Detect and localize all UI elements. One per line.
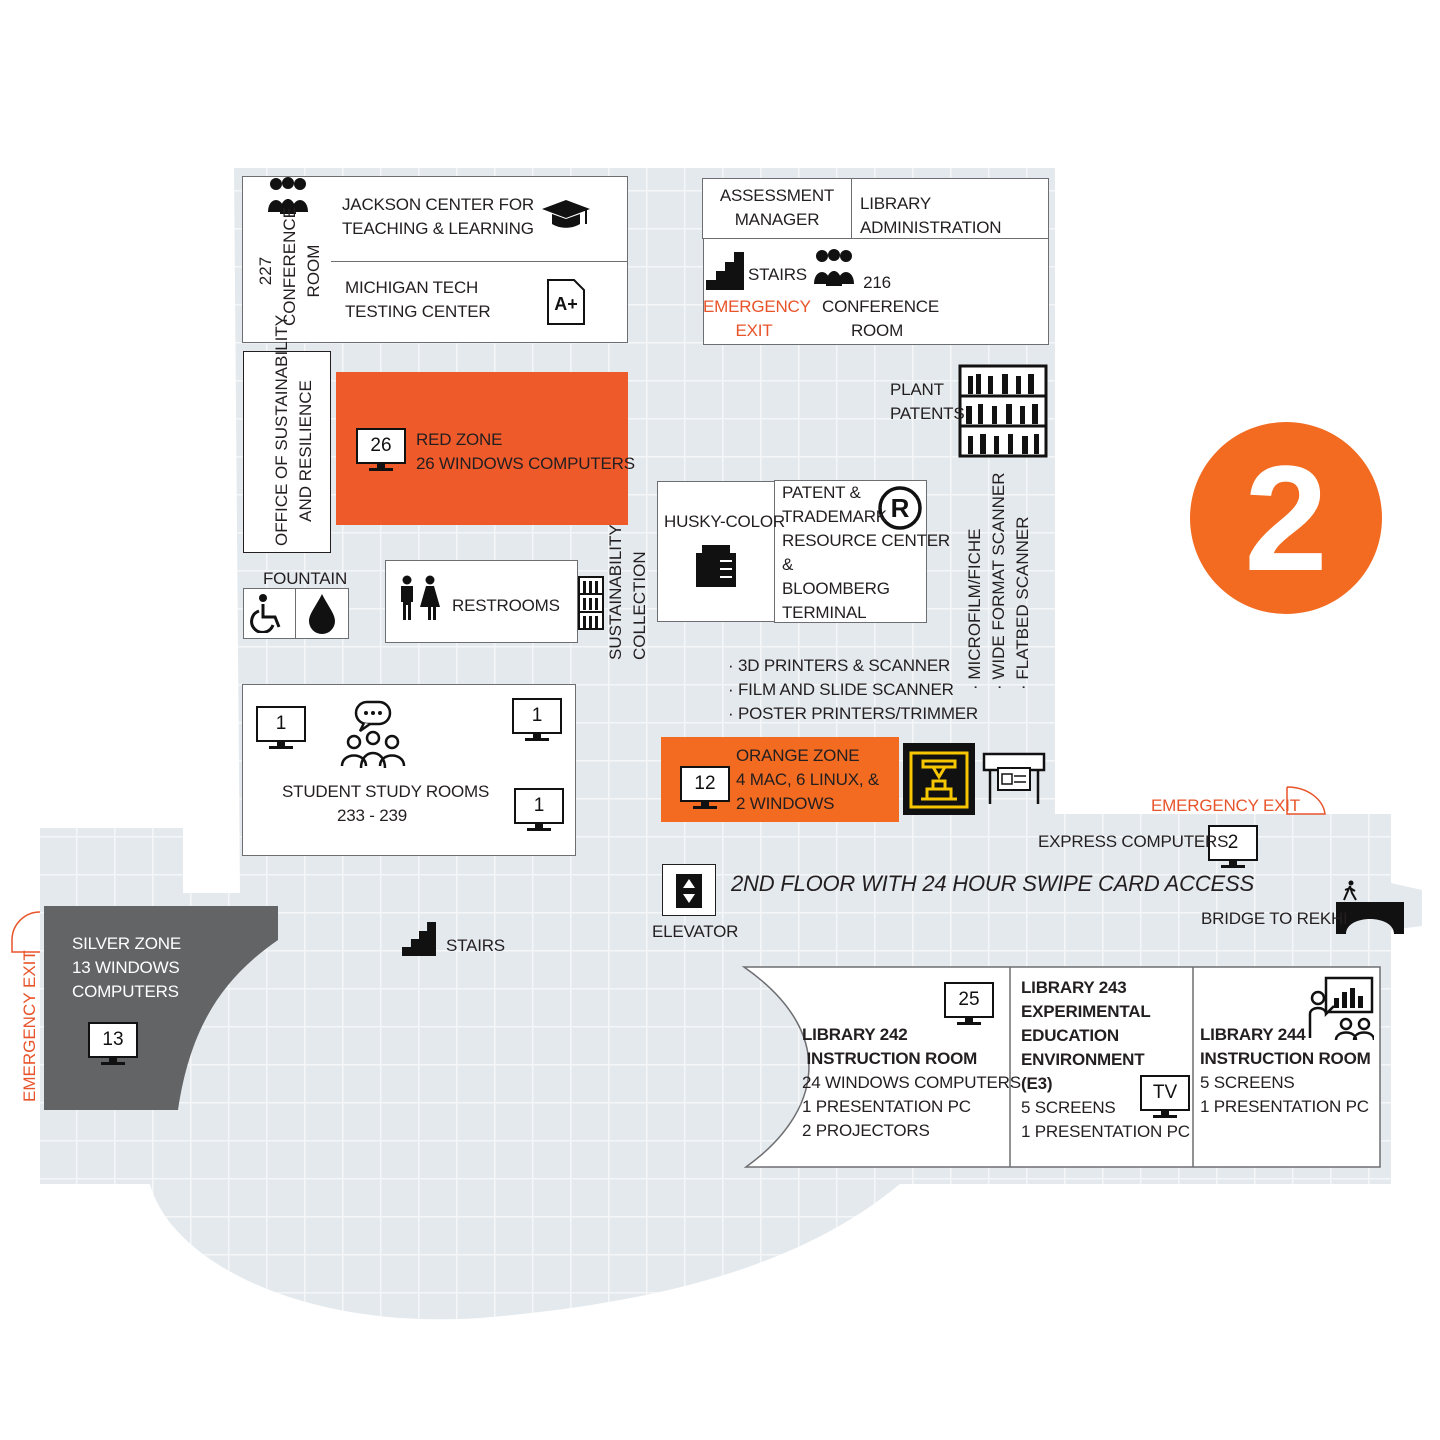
wheelchair-icon	[250, 594, 281, 633]
bridge-icon	[1336, 902, 1404, 934]
stairs-mid-label: STAIRS	[446, 936, 505, 955]
walking-person-icon	[1343, 880, 1357, 901]
access-note: 2ND FLOOR WITH 24 HOUR SWIPE CARD ACCESS	[731, 871, 1254, 896]
chat-group-icon	[340, 700, 406, 769]
library-243-tv: TV	[1140, 1075, 1190, 1111]
makerspace-list: 3D PRINTERS & SCANNERFILM AND SLIDE SCAN…	[728, 654, 978, 726]
red-zone-count: 26	[356, 428, 406, 464]
emergency-exit-left-label: EMERGENCY EXIT	[20, 950, 39, 1102]
svg-text:A+: A+	[554, 294, 578, 314]
restrooms-label: RESTROOMS	[452, 596, 560, 615]
monitor-icon: 25	[944, 982, 994, 1026]
room-sustainability-office	[243, 351, 331, 553]
elevator-icon	[676, 874, 702, 908]
stairs-icon	[402, 922, 436, 956]
registered-mark-icon: R	[878, 486, 922, 530]
orange-zone-count: 12	[680, 766, 730, 802]
library-243-label: LIBRARY 243 EXPERIMENTAL EDUCATION ENVIR…	[1021, 978, 1190, 1141]
study-room-count: 1	[256, 706, 306, 742]
grade-a-plus-icon: A+	[547, 279, 585, 325]
restroom-icon	[401, 575, 440, 620]
express-computers-count: 2	[1208, 825, 1258, 861]
conference-227-label: 227 CONFERENCE ROOM	[256, 206, 323, 326]
study-room-count: 1	[512, 698, 562, 734]
bridge-label: BRIDGE TO REKHI	[1201, 909, 1348, 928]
monitor-icon: 26	[356, 428, 406, 472]
husky-color-label: HUSKY-COLOR	[664, 512, 785, 531]
floor-number-badge: 2	[1190, 422, 1382, 614]
emergency-exit-right-label: EMERGENCY EXIT	[1151, 796, 1300, 815]
instruction-rooms-outline	[741, 966, 1381, 1168]
monitor-icon: 1	[256, 706, 306, 750]
monitor-icon: 2	[1208, 825, 1258, 869]
room-assessment-manager	[702, 178, 852, 239]
fountain-label: FOUNTAIN	[263, 569, 348, 588]
monitor-icon: 1	[512, 698, 562, 742]
people-group-icon	[268, 177, 308, 214]
3d-printer-icon	[903, 743, 975, 815]
monitor-icon: TV	[1140, 1075, 1190, 1119]
library-242-label: LIBRARY 242 INSTRUCTION ROOM 24 WINDOWS …	[802, 1025, 1021, 1140]
express-computers-label: EXPRESS COMPUTERS	[1038, 832, 1229, 851]
graduation-cap-icon	[542, 200, 590, 228]
stairs-label: STAIRS	[748, 265, 807, 284]
stairs-icon	[706, 252, 744, 290]
library-244-label: LIBRARY 244 INSTRUCTION ROOM 5 SCREENS 1…	[1200, 1025, 1371, 1116]
water-drop-icon	[309, 594, 335, 634]
presentation-icon	[1308, 976, 1374, 1041]
svg-text:R: R	[891, 493, 910, 523]
plotter-icon	[982, 752, 1046, 804]
elevator-label: ELEVATOR	[652, 922, 739, 941]
silver-zone-area	[44, 906, 278, 1110]
monitor-icon: 1	[514, 788, 564, 832]
monitor-icon: 12	[680, 766, 730, 810]
library-242-count: 25	[944, 982, 994, 1018]
people-group-icon	[814, 249, 854, 286]
bookshelf-icon	[958, 364, 1048, 458]
copier-icon	[696, 545, 736, 587]
room-restrooms	[385, 560, 578, 643]
room-stairs-exit	[703, 238, 805, 345]
silver-zone-count: 13	[88, 1022, 138, 1058]
monitor-icon: 13	[88, 1022, 138, 1066]
bookshelf-icon	[578, 576, 604, 630]
study-room-count: 1	[514, 788, 564, 824]
